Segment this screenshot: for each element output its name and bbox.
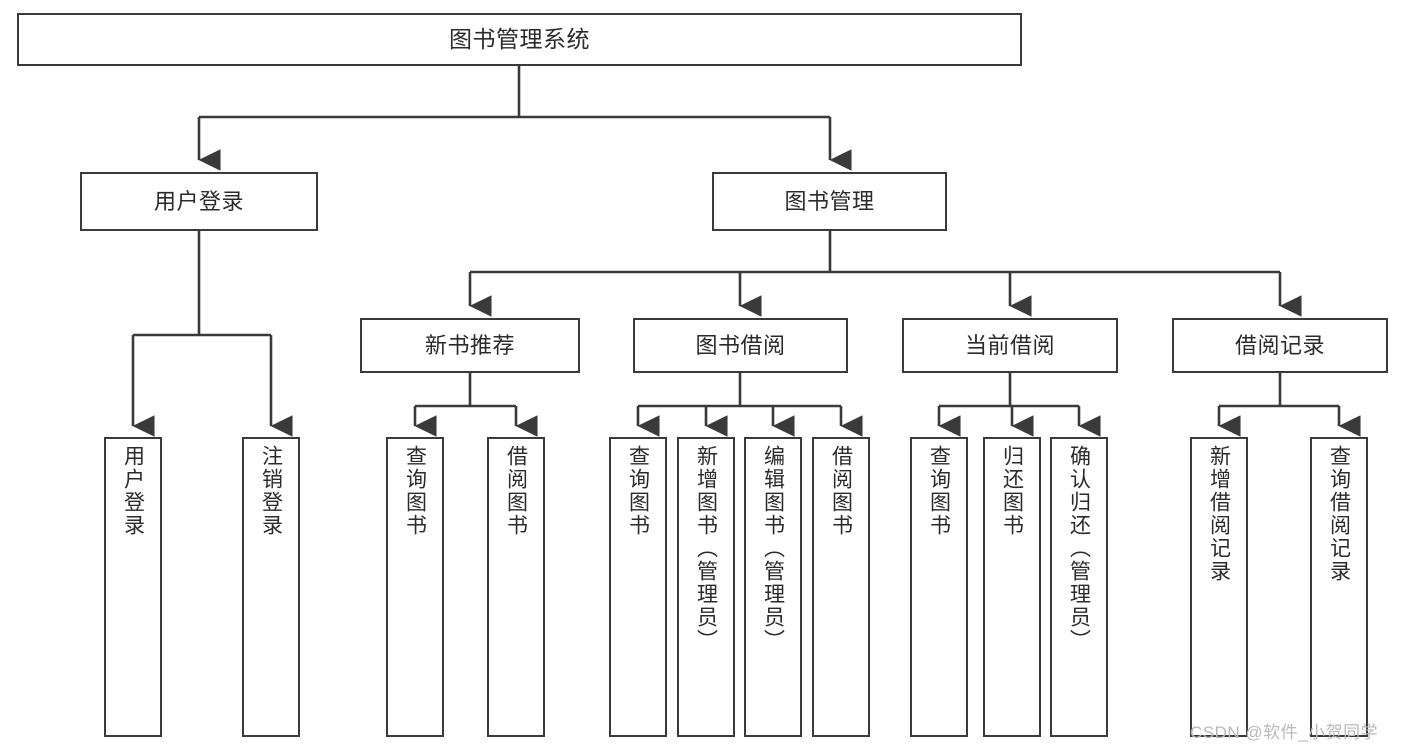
node-label: 当前借阅 xyxy=(964,332,1055,358)
node-label: 查询借阅记录 xyxy=(1327,445,1351,583)
leaf-query-book-current[interactable]: 查询图书 xyxy=(910,437,968,737)
leaf-confirm-return-admin[interactable]: 确认归还（管理员） xyxy=(1050,437,1108,737)
node-label: 图书管理系统 xyxy=(449,26,590,53)
node-book-management[interactable]: 图书管理 xyxy=(712,172,947,231)
csdn-watermark: CSDN @软件_小贺同学 xyxy=(1190,723,1379,742)
node-label: 新书推荐 xyxy=(424,332,515,358)
node-borrow-record[interactable]: 借阅记录 xyxy=(1172,318,1388,373)
node-label: 用户登录 xyxy=(153,188,244,214)
leaf-query-borrow-record[interactable]: 查询借阅记录 xyxy=(1310,437,1368,737)
leaf-return-book[interactable]: 归还图书 xyxy=(983,437,1041,737)
node-label: 注销登录 xyxy=(259,445,283,537)
node-book-borrow[interactable]: 图书借阅 xyxy=(633,318,848,373)
node-label: 新增借阅记录 xyxy=(1207,445,1231,583)
node-label: 借阅图书 xyxy=(504,445,528,537)
node-label: 图书管理 xyxy=(784,188,875,214)
node-label: 查询图书 xyxy=(626,445,650,537)
leaf-edit-book-admin[interactable]: 编辑图书（管理员） xyxy=(744,437,802,737)
node-label: 用户登录 xyxy=(121,445,145,537)
node-label: 编辑图书（管理员） xyxy=(761,445,785,652)
node-current-borrow[interactable]: 当前借阅 xyxy=(902,318,1118,373)
node-label: 归还图书 xyxy=(1000,445,1024,537)
leaf-user-login[interactable]: 用户登录 xyxy=(104,437,162,737)
node-label: 确认归还（管理员） xyxy=(1067,445,1091,652)
node-root-system[interactable]: 图书管理系统 xyxy=(17,13,1022,66)
node-label: 图书借阅 xyxy=(695,332,786,358)
leaf-borrow-book[interactable]: 借阅图书 xyxy=(812,437,870,737)
node-label: 新增图书（管理员） xyxy=(694,445,718,652)
node-new-book-recommend[interactable]: 新书推荐 xyxy=(360,318,580,373)
node-user-login[interactable]: 用户登录 xyxy=(80,172,318,231)
leaf-user-logout[interactable]: 注销登录 xyxy=(242,437,300,737)
leaf-query-book-recommend[interactable]: 查询图书 xyxy=(386,437,444,737)
node-label: 借阅图书 xyxy=(829,445,853,537)
leaf-add-borrow-record[interactable]: 新增借阅记录 xyxy=(1190,437,1248,737)
node-label: 查询图书 xyxy=(927,445,951,537)
leaf-add-book-admin[interactable]: 新增图书（管理员） xyxy=(677,437,735,737)
leaf-borrow-book-recommend[interactable]: 借阅图书 xyxy=(487,437,545,737)
node-label: 查询图书 xyxy=(403,445,427,537)
leaf-query-book-borrow[interactable]: 查询图书 xyxy=(609,437,667,737)
node-label: 借阅记录 xyxy=(1234,332,1325,358)
